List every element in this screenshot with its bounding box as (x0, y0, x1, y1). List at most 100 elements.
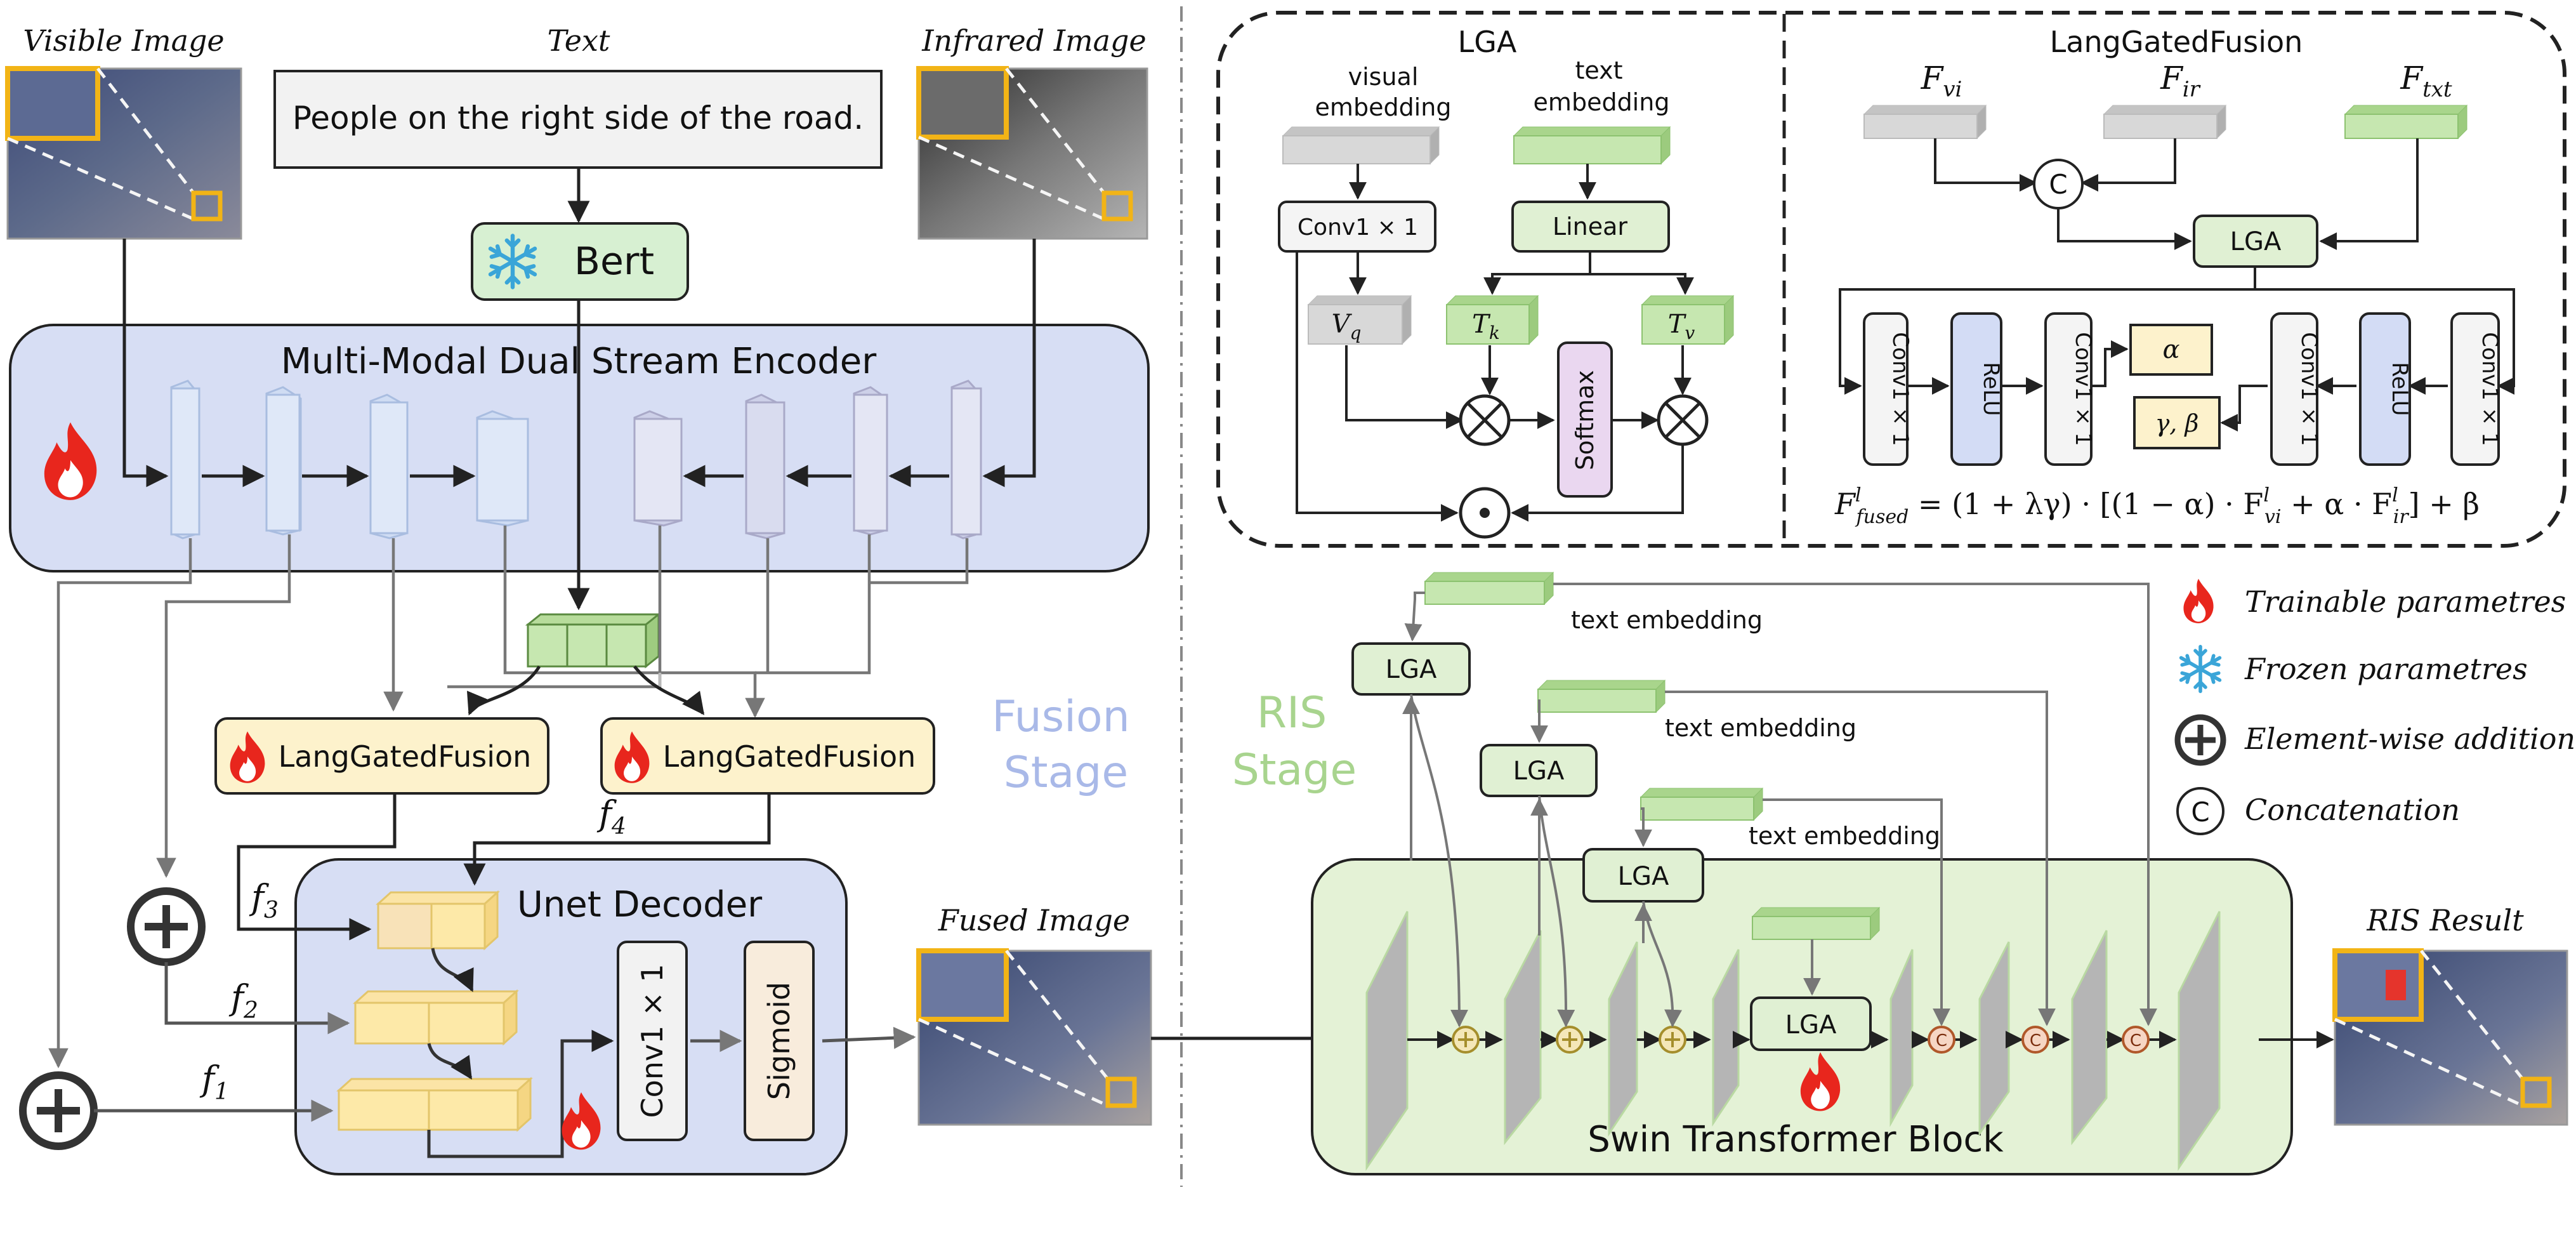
legend-concat: Concatenation (2245, 793, 2460, 827)
element-wise-addition-2 (19, 1071, 98, 1150)
infrared-encoder-layers (633, 380, 982, 539)
lgf-panel-title: LangGatedFusion (2050, 25, 2303, 59)
lgf-relu-label-2: ReLU (2387, 362, 2412, 416)
lgf-fir-label: Fir (2160, 60, 2201, 102)
ris-lga-label-4: LGA (1785, 1010, 1837, 1040)
swin-feature-maps (1365, 911, 2221, 1171)
lgf-fir-embedding (2103, 104, 2227, 140)
ris-text-embedding-label-2: text embedding (1665, 714, 1856, 742)
legend-concat-icon: C (2176, 787, 2224, 835)
lgf-fvi-embedding (1863, 104, 1987, 140)
ris-lga-2: LGA (1480, 744, 1598, 797)
f4-label: f4 (596, 793, 626, 840)
ris-lga-3: LGA (1582, 848, 1704, 903)
lga-matmul-2 (1657, 394, 1709, 446)
lgf-concat-label: C (2049, 169, 2067, 200)
svg-text:C: C (2191, 797, 2209, 828)
encoder-arrows (122, 239, 1036, 611)
text-input-value: People on the right side of the road. (292, 100, 864, 136)
svg-text:C: C (2030, 1031, 2041, 1050)
legend-frozen: Frozen parametres (2244, 652, 2528, 686)
lga-panel-title: LGA (1458, 25, 1517, 59)
lgf-conv-block-2: Conv1 × 1 (2044, 312, 2096, 466)
ris-text-embedding-2 (1537, 679, 1666, 713)
lga-text-embedding (1513, 126, 1671, 165)
fusion-label-1: LangGatedFusion (279, 739, 532, 774)
ris-lga-label-1: LGA (1386, 655, 1437, 684)
legend-trainable: Trainable parametres (2245, 585, 2566, 619)
infrared-image (916, 66, 1148, 240)
ris-lga-4: LGA (1750, 996, 1872, 1051)
infrared-image-label: Infrared Image (921, 23, 1146, 58)
ris-text-embedding-label-1: text embedding (1571, 606, 1763, 634)
ris-lga-1: LGA (1351, 642, 1471, 696)
ris-text-embedding-1 (1424, 571, 1554, 605)
lga-hadamard (1459, 487, 1511, 539)
legend: Trainable parametres Frozen parametres E… (2174, 578, 2575, 835)
lgf-relu-block-2: ReLU (2359, 312, 2412, 466)
f3-label: f3 (249, 877, 279, 923)
text-feature-cube (525, 612, 662, 669)
lgf-gamma-beta-label: γ, β (2155, 409, 2199, 437)
fusion-label-2: LangGatedFusion (663, 739, 916, 774)
lga-matmul-1 (1459, 394, 1511, 446)
ris-result-label: RIS Result (2366, 903, 2524, 937)
lgf-conv-block-3: Conv1 × 1 (2270, 312, 2322, 466)
lang-gated-fusion-1: LangGatedFusion (214, 717, 549, 795)
swin-concat-nodes (1928, 1026, 2150, 1054)
legend-addition: Element-wise addition (2244, 722, 2575, 756)
decoder-sigmoid-block: Sigmoid (744, 941, 815, 1141)
text-embedding-label-2: embedding (1534, 88, 1670, 116)
bert-block: Bert (471, 222, 689, 301)
lgf-concat: C (2033, 159, 2084, 209)
decoder-conv-block: Conv1 × 1 (617, 941, 688, 1141)
lgf-conv-block-1: Conv1 × 1 (1863, 312, 1913, 466)
decoder-sigmoid-label: Sigmoid (762, 982, 796, 1100)
lgf-conv-block-4: Conv1 × 1 (2450, 312, 2502, 466)
ris-result-image (2332, 948, 2568, 1126)
lgf-alpha-block: α (2129, 324, 2213, 376)
visible-image-label: Visible Image (23, 23, 224, 58)
visible-encoder-layers (170, 380, 529, 539)
lgf-gamma-beta-block: γ, β (2133, 396, 2221, 449)
visual-embedding-label-1: visual (1348, 63, 1419, 91)
ris-stage-label-2: Stage (1232, 745, 1357, 795)
ris-lga-label-2: LGA (1513, 757, 1565, 786)
ris-text-embedding-4 (1751, 906, 1881, 941)
lga-conv-label: Conv1 × 1 (1298, 215, 1418, 241)
ris-text-embedding-3 (1640, 787, 1764, 821)
lga-softmax-block: Softmax (1557, 341, 1613, 498)
lga-tv-token: Tv (1641, 294, 1735, 345)
lga-softmax-label: Softmax (1571, 370, 1599, 470)
svg-text:C: C (1936, 1031, 1947, 1050)
lgf-conv-label-2: Conv1 × 1 (2070, 332, 2096, 446)
lga-tv-label: Tv (1668, 310, 1695, 343)
lgf-ftxt-embedding (2344, 104, 2468, 140)
bert-label: Bert (574, 239, 654, 284)
lga-vq-token: Vq (1307, 294, 1412, 345)
svg-text:C: C (2130, 1031, 2141, 1050)
lang-gated-fusion-2: LangGatedFusion (600, 717, 935, 795)
lgf-lga-label: LGA (2230, 227, 2282, 256)
element-wise-addition-1 (127, 887, 206, 966)
ris-text-embedding-label-3: text embedding (1749, 822, 1940, 850)
lgf-conv-label-3: Conv1 × 1 (2296, 332, 2322, 446)
lgf-fvi-label: Fvi (1921, 60, 1962, 102)
legend-addition-icon (2174, 714, 2226, 766)
lgf-relu-block-1: ReLU (1950, 312, 2004, 466)
fusion-stage-label-1: Fusion (992, 692, 1130, 742)
lga-tk-token: Tk (1445, 294, 1539, 345)
fused-image (916, 948, 1152, 1126)
ris-lga-label-3: LGA (1618, 862, 1669, 891)
lgf-relu-label-1: ReLU (1978, 362, 2004, 416)
decoder-title: Unet Decoder (517, 884, 763, 925)
lgf-alpha-label: α (2162, 335, 2179, 364)
visible-image (5, 66, 242, 240)
lga-vq-label: Vq (1332, 310, 1362, 343)
f2-label: f2 (228, 977, 258, 1024)
snowflake-icon (2181, 647, 2220, 691)
lga-visual-embedding (1282, 126, 1440, 165)
decoder-feature-cubes (336, 890, 533, 1132)
